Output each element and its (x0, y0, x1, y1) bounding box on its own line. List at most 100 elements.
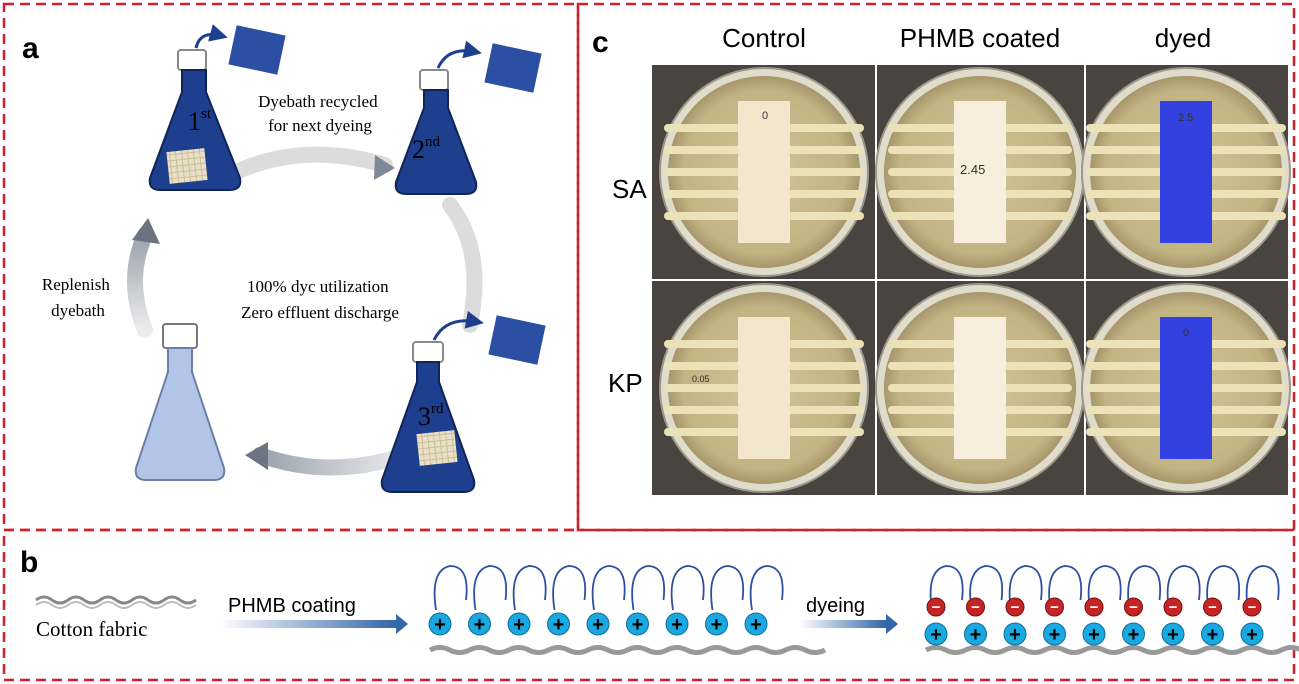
lift-arrow-icon (432, 310, 484, 341)
anionic-dye-bead (926, 597, 946, 617)
anionic-dye-bead (1005, 597, 1025, 617)
bacteria-streak (888, 428, 958, 436)
cationic-bead (705, 612, 728, 636)
dyeing-arrow-head (886, 614, 898, 634)
bacteria-streak (1208, 168, 1286, 176)
dyeing-arrow (800, 620, 886, 628)
petri-plate-sa-dyed (1081, 67, 1291, 277)
plate-mark: 0 (1183, 327, 1189, 339)
bacteria-streak (664, 212, 742, 220)
bacteria-streak (888, 212, 958, 220)
cationic-bead (964, 622, 987, 646)
fabric-sample (954, 317, 1006, 459)
dyed-fabric-icon (488, 315, 546, 365)
cationic-bead (1122, 622, 1145, 646)
center-text: 100% dyc utilization Zero effluent disch… (241, 277, 399, 322)
bacteria-streak (786, 146, 864, 154)
cationic-bead (468, 612, 491, 636)
fiber-backbone (924, 645, 1299, 655)
panel-c: c Control PHMB coated dyed SA KP 02.452.… (592, 23, 1291, 495)
bacteria-streak (1086, 384, 1164, 392)
bacteria-streak (1208, 362, 1286, 370)
bacteria-streak (1208, 428, 1286, 436)
panel-c-letter: c (592, 26, 609, 59)
bacteria-streak (786, 212, 864, 220)
bacteria-streak (786, 406, 864, 414)
petri-plates: 02.452.500.05 (659, 67, 1291, 493)
cationic-bead (507, 612, 531, 636)
bacteria-streak (1086, 190, 1164, 198)
panel-a-letter: a (22, 32, 39, 65)
bacteria-streak (888, 406, 958, 414)
fabric-sample (954, 101, 1006, 243)
bacteria-streak (888, 362, 958, 370)
bacteria-streak (664, 406, 742, 414)
plus-sign: + (632, 614, 644, 636)
bacteria-streak (888, 146, 958, 154)
cationic-bead (1201, 622, 1224, 646)
cotton-fiber-icon (35, 595, 197, 605)
fabric-sample (738, 317, 790, 459)
cationic-bead (665, 612, 689, 636)
bacteria-streak (664, 362, 742, 370)
petri-plate-sa-control (659, 67, 869, 277)
flask-3rd: 3rd (380, 310, 546, 493)
cotton-fabric-label: Cotton fabric (36, 617, 147, 641)
plus-sign: + (553, 614, 565, 636)
bacteria-streak (1086, 146, 1164, 154)
bacteria-streak (1208, 406, 1286, 414)
column-header-dyed: dyed (1155, 23, 1211, 53)
arrow-1-to-2 (222, 146, 393, 183)
polymer-chain (670, 565, 705, 611)
dyed-fabric-strand: +−+−+−+−+−+−+−+−+− (924, 565, 1299, 655)
bacteria-streak (1002, 146, 1072, 154)
plus-sign: + (750, 614, 762, 636)
cationic-bead (1240, 622, 1264, 646)
fabric-sample (1160, 101, 1212, 243)
polymer-chain (1166, 565, 1201, 611)
arrow-1-to-2-head (374, 155, 395, 180)
bacteria-streak (888, 340, 958, 348)
plus-sign: + (1207, 624, 1219, 646)
plus-sign: + (474, 614, 486, 636)
polymer-chain (591, 565, 626, 611)
minus-sign: − (1090, 599, 1099, 616)
bacteria-streak (786, 168, 864, 176)
row-label-sa: SA (612, 174, 647, 204)
arrow-4-to-1-head (132, 218, 160, 244)
plus-sign: + (1049, 624, 1061, 646)
anionic-dye-bead (1163, 597, 1183, 617)
bacteria-streak (1086, 168, 1164, 176)
bacteria-streak (1002, 340, 1072, 348)
minus-sign: − (932, 599, 941, 616)
bacteria-streak (1086, 340, 1164, 348)
minus-sign: − (971, 599, 980, 616)
petri-plate-kp-coated (875, 283, 1085, 493)
arrow-3-to-4 (252, 447, 413, 476)
bacteria-streak (1002, 168, 1072, 176)
cationic-bead (428, 612, 452, 636)
bacteria-streak (1208, 146, 1286, 154)
bacteria-streak (664, 124, 742, 132)
bacteria-streak (1208, 190, 1286, 198)
bacteria-streak (1086, 212, 1164, 220)
polymer-chain (969, 565, 1004, 611)
plus-sign: + (970, 624, 982, 646)
bacteria-streak (786, 362, 864, 370)
bacteria-streak (888, 168, 958, 176)
flask-1-label: 1st (188, 106, 212, 136)
bacteria-streak (664, 384, 742, 392)
dyed-fabric-icon (484, 43, 542, 93)
plate-mark: 2.45 (960, 162, 985, 177)
polymer-chain (1008, 565, 1043, 611)
coated-fabric-strand: +++++++++ (428, 565, 827, 655)
bacteria-streak (664, 340, 742, 348)
polymer-chain (1245, 565, 1280, 611)
bacteria-streak (664, 146, 742, 154)
polymer-chain (1048, 565, 1083, 611)
cycle-arrows (127, 146, 483, 476)
minus-sign: − (1129, 599, 1138, 616)
minus-sign: − (1248, 599, 1257, 616)
fabric-sample (738, 101, 790, 243)
